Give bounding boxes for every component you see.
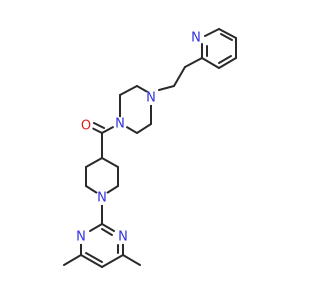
bond [85,252,103,263]
bond [158,85,175,91]
atom-label-n-piperazine-amide: N [115,117,125,132]
structure-svg: N N N O N N N [63,28,237,268]
atom-label-n-pyrimidine-left: N [76,230,86,245]
nitrogen-atom: N [95,191,109,206]
nitrogen-atom: N [74,230,88,245]
bond [218,28,237,39]
bond-layer [63,28,237,268]
bond [89,223,103,232]
bond [101,254,124,268]
oxygen-atom: O [79,119,93,134]
atom-label-n-piperidine: N [97,191,107,206]
atom-label-n-piperazine-top: N [146,91,156,106]
atom-label-o-carbonyl: O [81,119,91,134]
bond [106,185,119,194]
bond [220,33,233,41]
bond [119,85,138,96]
bond [85,157,103,168]
atom-label-n-pyrimidine-right: N [118,230,128,245]
bond [101,228,113,236]
atom-label-n-pyridine: N [191,31,201,46]
bond [218,55,232,64]
bond [204,28,220,37]
bond [124,125,138,134]
molecule-structure-diagram: N N N O N N N [63,28,237,268]
nitrogen-atom: N [116,230,130,245]
nitrogen-atom: N [144,91,158,106]
bond [201,57,220,69]
nitrogen-atom: N [189,31,203,46]
bond [184,57,203,68]
bond [80,254,103,268]
bond [85,185,98,194]
bond [91,127,103,134]
atom-layer: N N N O N N N [74,31,203,245]
bond [173,66,186,87]
bond [101,223,115,232]
bond [218,57,237,69]
bond [101,125,116,134]
bond [136,123,152,134]
bond [93,122,105,129]
bond [63,254,82,266]
bond [101,157,119,168]
nitrogen-atom: N [113,117,127,132]
bond [122,254,141,266]
